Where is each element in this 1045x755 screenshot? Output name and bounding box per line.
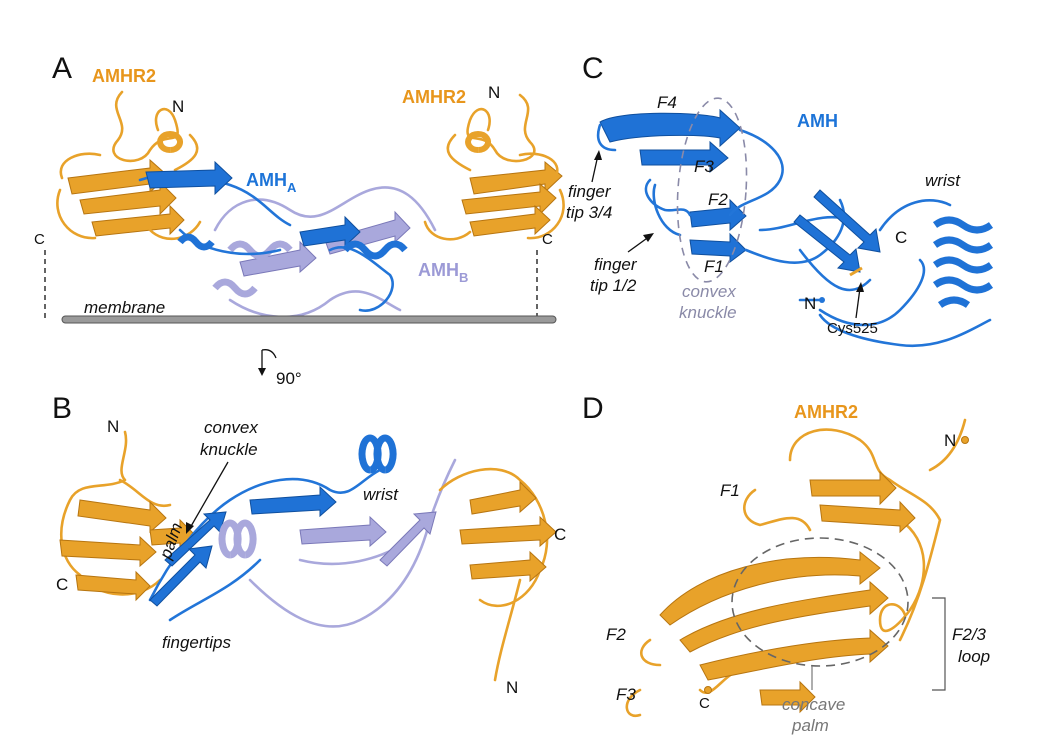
panel-b: B N N C C convex [52, 392, 566, 697]
panel-b-letter: B [52, 392, 72, 425]
panel-a-letter: A [52, 52, 72, 85]
b-knuckle-label: knuckle [200, 440, 258, 459]
d-loop-line2: loop [958, 647, 990, 666]
c-fingertip34-line2: tip 3/4 [566, 203, 612, 222]
cys525-sidechain [849, 266, 863, 277]
d-f2-label: F2 [606, 625, 626, 644]
c-fingertip12-line1: finger [594, 255, 638, 274]
b-wrist-label: wrist [363, 485, 399, 504]
c-fingertip34-arrowhead-icon [594, 150, 602, 160]
c-fingertip34-line1: finger [568, 182, 612, 201]
b-c-terminus-left: C [56, 575, 68, 594]
amhr2-d-structure [625, 418, 969, 718]
b-n-terminus-top: N [107, 417, 119, 436]
c-f4-label: F4 [657, 93, 677, 112]
c-wrist-label: wrist [925, 171, 961, 190]
c-knuckle-label: knuckle [679, 303, 737, 322]
panel-c-letter: C [582, 52, 604, 85]
c-c-terminus: C [895, 228, 907, 247]
d-amhr2-label: AMHR2 [794, 402, 858, 422]
d-f3-label: F3 [616, 685, 636, 704]
rotation-arrowhead-icon [258, 368, 266, 376]
d-palm-outline [731, 537, 909, 667]
c-convex-label: convex [682, 282, 736, 301]
amh-c-structure [596, 108, 994, 348]
membrane-label: membrane [84, 298, 165, 317]
amhr2-left-label: AMHR2 [92, 66, 156, 86]
amh-dimer-structure [138, 160, 437, 319]
amhr2-right-label: AMHR2 [402, 87, 466, 107]
c-n-terminus-dot [819, 297, 825, 303]
c-cys525-arrow [855, 287, 861, 319]
d-loop-bracket [932, 597, 946, 691]
panel-a: A [34, 52, 565, 324]
panel-d: D AMHR2 F1 F2 F3 N C F2/3 loop concave p… [582, 392, 990, 735]
c-amh-label: AMH [797, 111, 838, 131]
d-n-terminus-dot [961, 436, 969, 444]
c-fingertip12-arrowhead-icon [643, 233, 654, 242]
b-knuckle-arrowhead-icon [186, 522, 194, 534]
d-n-terminus: N [944, 431, 956, 450]
c-f3-label: F3 [694, 157, 714, 176]
amh-b-dimer-structure [148, 434, 457, 628]
d-loop-line1: F2/3 [952, 625, 987, 644]
d-c-terminus-dot [704, 686, 712, 694]
c-terminus-right: C [542, 231, 553, 248]
amhr2-b-right-structure [438, 467, 557, 682]
amhr2-b-left-structure [59, 430, 196, 602]
c-f1-label: F1 [704, 257, 724, 276]
panel-c: C AMH F4 F3 F2 F1 finger tip 3/4 finger … [566, 52, 994, 348]
c-n-terminus: N [804, 294, 816, 313]
panel-d-letter: D [582, 392, 604, 425]
c-knuckle-outline [676, 97, 748, 283]
b-n-terminus-bottom: N [506, 678, 518, 697]
amhr2-left-structure [56, 90, 202, 241]
d-c-terminus: C [699, 695, 710, 712]
n-terminus-right: N [488, 83, 500, 102]
b-convex-label: convex [204, 418, 258, 437]
c-fingertip12-line2: tip 1/2 [590, 276, 637, 295]
d-f1-label: F1 [720, 481, 740, 500]
c-terminus-left: C [34, 231, 45, 248]
amh-a-label: AMHA [246, 170, 297, 195]
b-c-terminus-right: C [554, 525, 566, 544]
d-concave-label: concave [782, 695, 845, 714]
rotation-indicator: 90° [258, 349, 302, 388]
b-knuckle-arrow [189, 461, 229, 529]
d-palm-label: palm [791, 716, 829, 735]
n-terminus-left: N [172, 97, 184, 116]
c-f2-label: F2 [708, 190, 728, 209]
b-fingertips-label: fingertips [162, 633, 231, 652]
amh-b-label: AMHB [418, 260, 468, 285]
membrane-bar [61, 315, 557, 324]
c-cys525-label: Cys525 [827, 320, 878, 337]
c-cys525-arrowhead-icon [856, 282, 864, 292]
amhr2-right-structure [423, 93, 565, 241]
rotation-label: 90° [276, 369, 302, 388]
